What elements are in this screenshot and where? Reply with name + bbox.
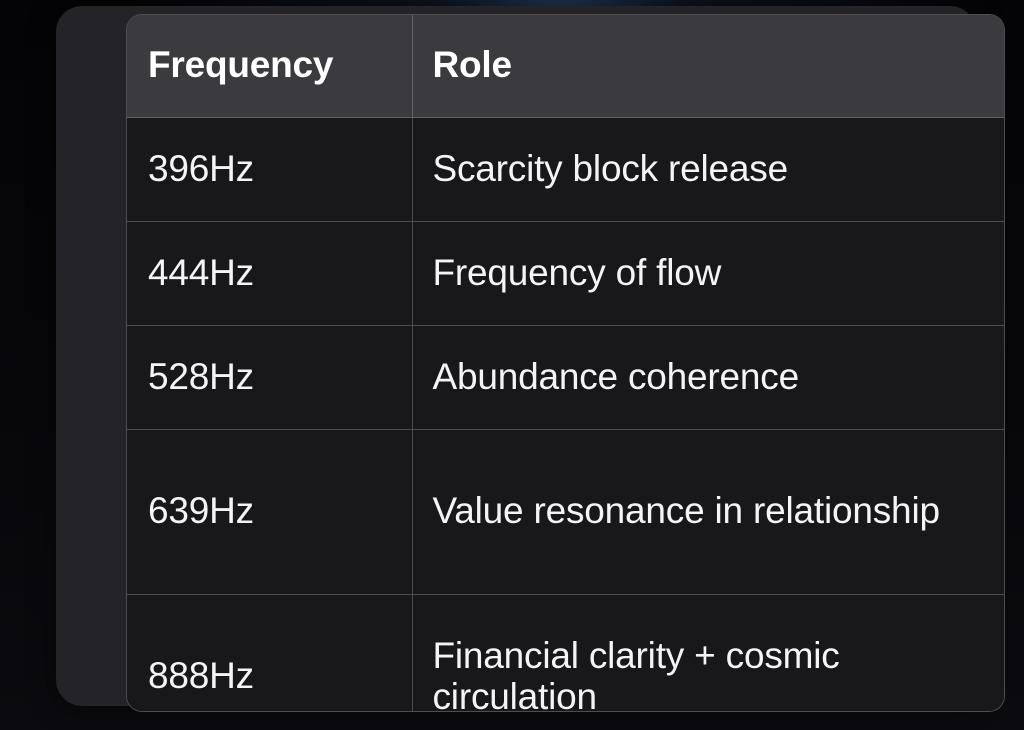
column-header-frequency: Frequency (127, 15, 412, 118)
cell-frequency: 396Hz (127, 117, 412, 222)
cell-role: Frequency of flow (411, 221, 1004, 326)
cell-frequency: 639Hz (127, 429, 412, 595)
cell-frequency: 528Hz (127, 325, 412, 430)
cell-frequency: 888Hz (127, 594, 412, 711)
cell-role: Value resonance in relationship (411, 429, 1004, 595)
table-row: 639Hz Value resonance in relationship (127, 429, 1004, 595)
cell-role: Abundance coherence (411, 325, 1004, 430)
table-body: 396Hz Scarcity block release 444Hz Frequ… (127, 117, 1004, 711)
table-row: 396Hz Scarcity block release (127, 117, 1004, 222)
frequency-table-container: Frequency Role 396Hz Scarcity block rele… (126, 14, 1005, 712)
cell-role: Financial clarity + cosmic circulation (411, 594, 1004, 711)
frequency-role-table: Frequency Role 396Hz Scarcity block rele… (127, 15, 1004, 711)
table-row: 444Hz Frequency of flow (127, 221, 1004, 326)
cell-role: Scarcity block release (411, 117, 1004, 222)
table-header-row: Frequency Role (127, 15, 1004, 118)
column-header-role: Role (411, 15, 1004, 118)
table-row: 888Hz Financial clarity + cosmic circula… (127, 594, 1004, 711)
table-header: Frequency Role (127, 15, 1004, 118)
table-row: 528Hz Abundance coherence (127, 325, 1004, 430)
cell-frequency: 444Hz (127, 221, 412, 326)
surface-card: Frequency Role 396Hz Scarcity block rele… (56, 6, 1005, 712)
